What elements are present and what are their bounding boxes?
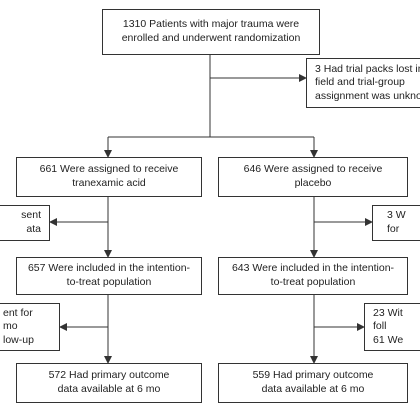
txa-itt-box: 657 Were included in the intention- to-t… (16, 257, 202, 295)
placebo-itt-box: 643 Were included in the intention- to-t… (218, 257, 408, 295)
txa-lost-box: ent for mo low-up (0, 303, 60, 351)
enrolled-box: 1310 Patients with major trauma were enr… (102, 9, 320, 55)
txa-excluded-box: sent ata (0, 205, 50, 241)
placebo-assigned-box: 646 Were assigned to receive placebo (218, 157, 408, 197)
excluded-packs-box: 3 Had trial packs lost in field and tria… (306, 58, 420, 108)
txa-assigned-box: 661 Were assigned to receive tranexamic … (16, 157, 202, 197)
placebo-excluded-box: 3 W for (372, 205, 420, 241)
placebo-lost-box: 23 Wit foll 61 We (364, 303, 420, 351)
placebo-outcome-box: 559 Had primary outcome data available a… (218, 363, 408, 403)
txa-outcome-box: 572 Had primary outcome data available a… (16, 363, 202, 403)
